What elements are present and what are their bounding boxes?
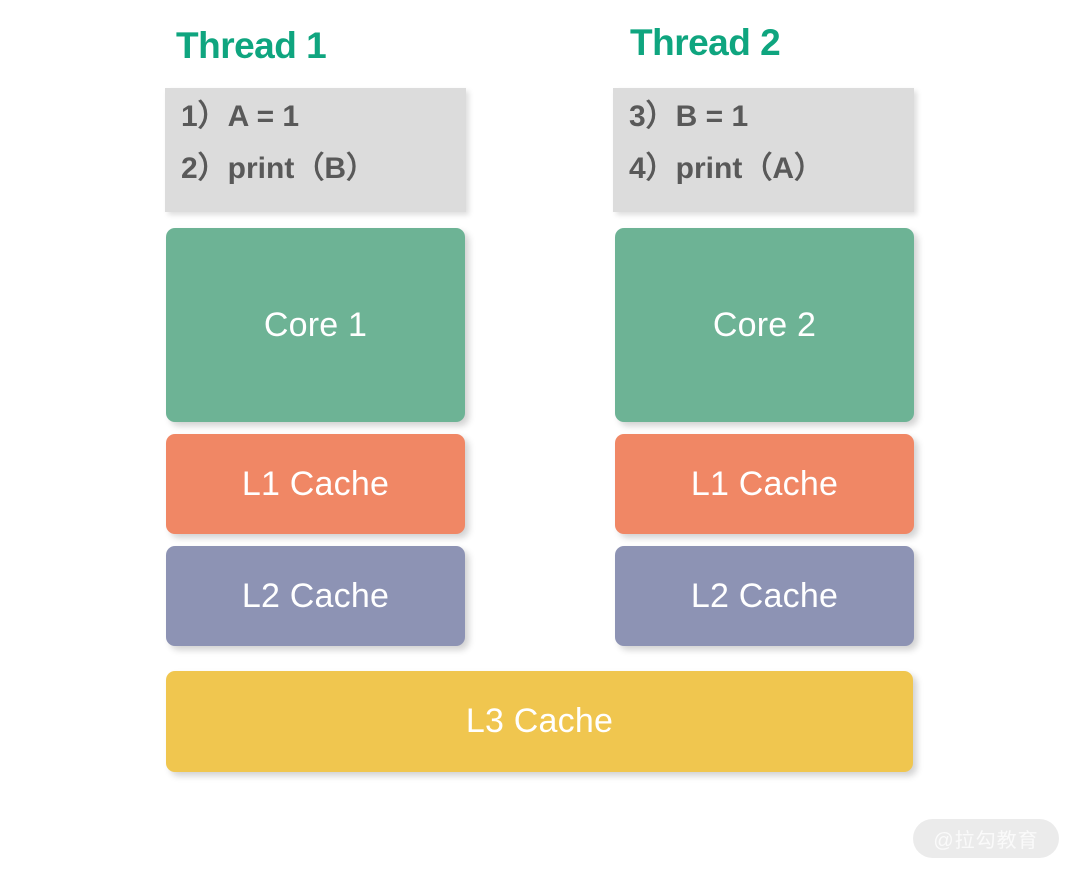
core-2-block: Core 2 bbox=[615, 228, 914, 422]
l3-cache-label: L3 Cache bbox=[465, 702, 614, 740]
code-line: 4）print（A） bbox=[629, 152, 824, 185]
code-line: 1）A = 1 bbox=[181, 100, 300, 133]
core-1-block: Core 1 bbox=[166, 228, 465, 422]
thread-1-title: Thread 1 bbox=[176, 25, 327, 66]
l2-cache-1-block: L2 Cache bbox=[166, 546, 465, 646]
watermark-badge: @拉勾教育 bbox=[913, 819, 1059, 858]
l1-cache-1-block: L1 Cache bbox=[166, 434, 465, 534]
core-2-label: Core 2 bbox=[712, 305, 817, 344]
l2-cache-2-label: L2 Cache bbox=[690, 576, 839, 615]
l2-cache-1-label: L2 Cache bbox=[241, 576, 390, 615]
watermark-text: @拉勾教育 bbox=[933, 830, 1039, 852]
code-line: 2）print（B） bbox=[181, 152, 376, 185]
l2-cache-2-block: L2 Cache bbox=[615, 546, 914, 646]
l1-cache-1-label: L1 Cache bbox=[241, 464, 390, 503]
l1-cache-2-label: L1 Cache bbox=[690, 464, 839, 503]
core-1-label: Core 1 bbox=[263, 305, 368, 344]
thread-1-code-box: 1）A = 1 2）print（B） bbox=[165, 88, 466, 212]
thread-2-title: Thread 2 bbox=[630, 22, 781, 63]
l1-cache-2-block: L1 Cache bbox=[615, 434, 914, 534]
code-line: 3）B = 1 bbox=[629, 100, 749, 133]
thread-2-code-box: 3）B = 1 4）print（A） bbox=[613, 88, 914, 212]
l3-cache-block: L3 Cache bbox=[166, 671, 913, 772]
